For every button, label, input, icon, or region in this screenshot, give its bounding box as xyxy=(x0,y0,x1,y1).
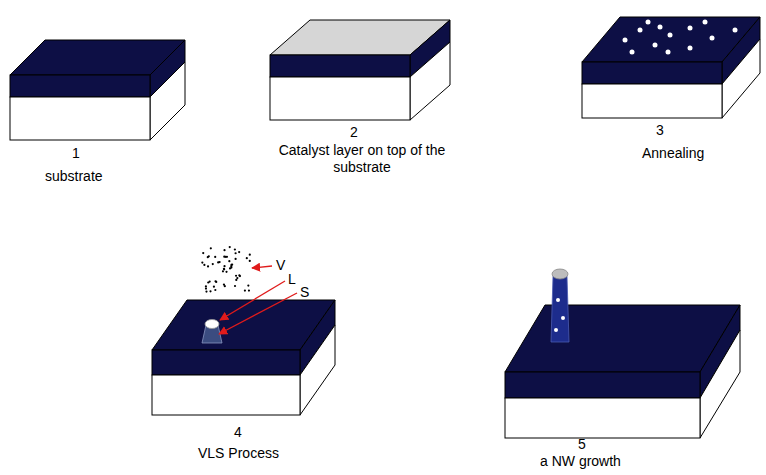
vapor-particle xyxy=(249,254,251,256)
label-slot: L xyxy=(288,271,296,288)
callout-number: 3 xyxy=(656,122,664,139)
label-slot: V xyxy=(276,257,285,274)
vapor-particle xyxy=(247,284,249,286)
step-caption: VLS Process xyxy=(198,445,279,462)
vapor-particle xyxy=(223,265,225,267)
label-slot: 5 xyxy=(578,436,586,453)
vapor-particle xyxy=(234,258,236,260)
vapor-particle xyxy=(225,271,227,273)
vapor-particle xyxy=(207,265,209,267)
step-caption: a NW growth xyxy=(540,453,621,470)
vapor-particle xyxy=(224,285,226,287)
label-slot: 2 xyxy=(350,124,358,141)
vapor-particle xyxy=(210,247,212,249)
vapor-particle xyxy=(205,290,207,292)
label-slot: Annealing xyxy=(642,145,704,162)
vapor-particle xyxy=(229,246,231,248)
step-caption: Annealing xyxy=(642,145,704,162)
vapor-particle xyxy=(230,266,232,268)
vapor-particle xyxy=(246,257,248,259)
vapor-particle xyxy=(234,285,236,287)
vapor-particle xyxy=(223,268,225,270)
label-slot: Catalyst layer on top of the substrate xyxy=(262,142,462,176)
vapor-particle xyxy=(228,260,230,262)
step-caption: Catalyst layer on top of the substrate xyxy=(262,142,462,176)
vapor-particle xyxy=(203,264,205,266)
vapor-particle xyxy=(238,251,240,253)
label-slot: 4 xyxy=(234,424,242,441)
phase-letter: L xyxy=(288,271,296,288)
vapor-particle xyxy=(205,285,207,287)
vapor-particle xyxy=(209,290,211,292)
vapor-particle xyxy=(213,286,215,288)
nanowire xyxy=(551,269,569,342)
label-slot: 3 xyxy=(656,122,664,139)
vapor-particle xyxy=(234,248,236,250)
vapor-particle xyxy=(215,281,217,283)
callout-number: 1 xyxy=(72,145,80,162)
vapor-particle xyxy=(238,274,240,276)
label-slot: S xyxy=(300,284,309,301)
annealed-block xyxy=(582,17,760,118)
step-caption: substrate xyxy=(45,168,103,185)
label-slot: 1 xyxy=(72,145,80,162)
vapor-particle xyxy=(249,260,251,262)
vapor-cloud xyxy=(201,246,251,293)
vapor-particle xyxy=(202,252,204,254)
vapor-particle xyxy=(214,289,216,291)
substrate-block xyxy=(10,40,185,140)
vapor-particle xyxy=(222,270,224,272)
solid-seed xyxy=(202,320,222,344)
vapor-particle xyxy=(223,249,225,251)
vapor-particle xyxy=(201,261,203,263)
label-slot: a NW growth xyxy=(540,453,621,470)
vapor-particle xyxy=(235,275,237,277)
phase-letter: S xyxy=(300,284,309,301)
phase-letter: V xyxy=(276,257,285,274)
vapor-particle xyxy=(214,256,216,258)
vapor-particle xyxy=(212,263,214,265)
vapor-particle xyxy=(217,261,219,263)
vapor-particle xyxy=(223,268,225,270)
label-slot: substrate xyxy=(45,168,103,185)
leader-arrows xyxy=(219,266,297,334)
callout-number: 4 xyxy=(234,424,242,441)
vapor-particle xyxy=(205,288,207,290)
callout-number: 2 xyxy=(350,124,358,141)
vapor-particle xyxy=(239,275,241,277)
vapor-particle xyxy=(244,289,246,291)
vapor-particle xyxy=(214,280,216,282)
catalyst-droplets xyxy=(623,20,738,55)
vapor-particle xyxy=(248,290,250,292)
vapor-particle xyxy=(208,255,210,257)
vapor-particle xyxy=(207,281,209,283)
catalyst-block xyxy=(270,20,450,120)
nw-block xyxy=(505,305,740,438)
vls-block xyxy=(152,300,335,415)
vapor-particle xyxy=(224,256,226,258)
label-slot: VLS Process xyxy=(198,445,279,462)
vapor-particle xyxy=(236,277,238,279)
vapor-particle xyxy=(234,252,236,254)
callout-number: 5 xyxy=(578,436,586,453)
